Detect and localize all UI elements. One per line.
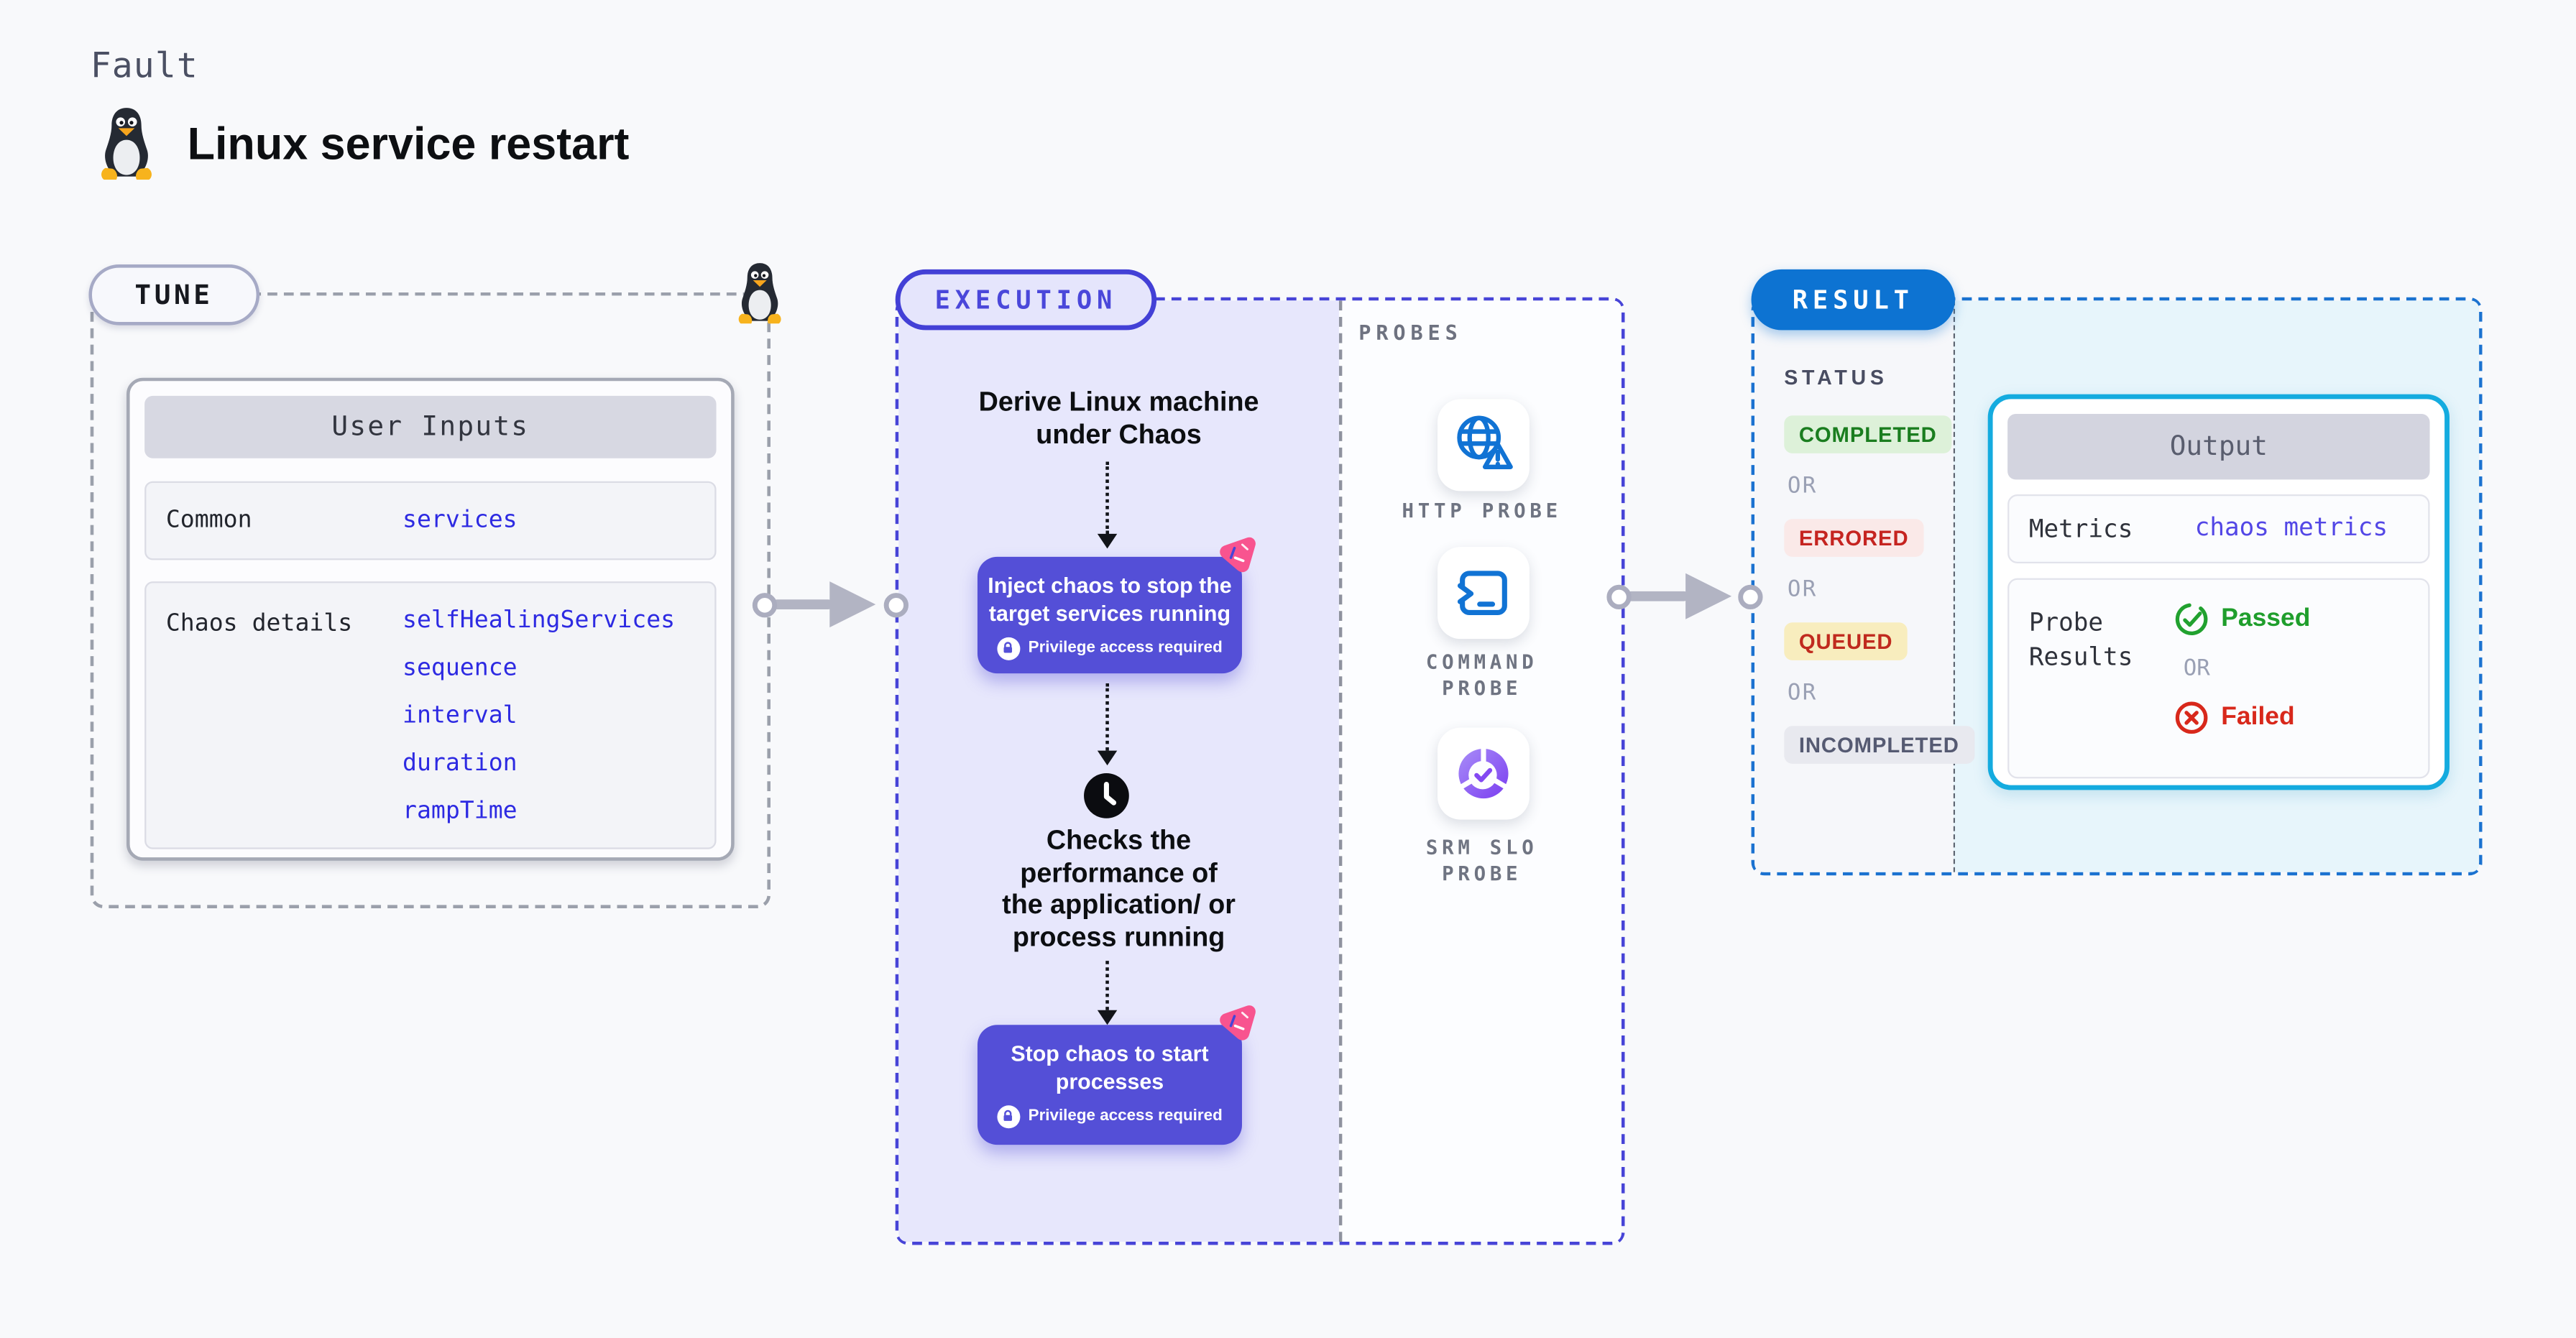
metrics-label: Metrics [2028,514,2133,544]
probe-name: SRM SLO PROBE [1425,836,1538,885]
chaos-icon [1220,537,1256,573]
probe-results-row: Probe Results Passed OR [2007,578,2430,779]
probe-results-values: Passed OR Failed [2174,601,2310,736]
arrow-down-icon [1097,1010,1118,1025]
or-label: OR [2183,655,2210,682]
lock-icon [997,1104,1021,1128]
arrow-right-icon [772,599,833,609]
arrow-head-icon [1685,573,1732,619]
chaos-icon [1220,1005,1256,1041]
stop-chaos-node: Stop chaos to start processes Privilege … [977,1005,1256,1145]
row-label: Chaos details [165,611,353,637]
page-kicker: Fault [90,45,198,86]
row-values: selfHealingServices sequence interval du… [402,598,675,836]
page-title: Linux service restart [187,118,630,170]
probes-label: PROBES [1358,320,1463,345]
flow-step-check: Checks the performance of the applicatio… [1002,826,1236,952]
execution-badge: EXECUTION [895,269,1157,331]
user-inputs-header: User Inputs [144,395,717,458]
metrics-row: Metrics chaos metrics [2007,494,2430,563]
lock-icon [997,636,1021,660]
passed-label: Passed [2221,604,2311,632]
table-row: Common services [144,481,717,560]
srm-slo-probe-icon [1458,746,1509,799]
tune-section: TUNE User Inputs Common services Chaos d… [88,263,781,908]
or-label: OR [1787,680,1818,706]
row-value: sequence [402,655,518,682]
or-label: OR [1787,576,1818,603]
tune-badge: TUNE [88,264,259,326]
privilege-note: Privilege access required [978,636,1242,660]
command-probe-icon [1457,571,1507,615]
arrow-right-icon [1626,590,1689,601]
linux-penguin-icon [738,263,781,324]
passed-result: Passed [2174,601,2310,637]
http-probe-icon [1457,415,1513,469]
probe-card [1437,399,1530,492]
status-badge-completed: COMPLETED [1784,415,1952,453]
flow-connector [1105,961,1109,1010]
status-badge-queued: QUEUED [1784,622,1908,660]
execution-section: PROBES HTTP PROBE [895,269,1625,1245]
status-label: STATUS [1784,366,1888,389]
failed-result: Failed [2174,700,2310,736]
arrow-down-icon [1097,533,1118,549]
row-value: interval [402,703,518,729]
probe-card [1437,547,1530,640]
result-badge: RESULT [1751,269,1955,331]
row-value: rampTime [402,798,518,825]
inject-chaos-node: Inject chaos to stop the target services… [977,537,1256,674]
output-header: Output [2007,413,2430,480]
or-label: OR [1787,473,1818,499]
row-value: services [402,507,518,534]
table-row: Chaos details selfHealingServices sequen… [144,581,717,849]
probe-name: HTTP PROBE [1402,499,1562,522]
output-card: Output Metrics chaos metrics Probe Resul… [1987,394,2450,790]
clock-icon [1084,773,1129,818]
metrics-value: chaos metrics [2194,512,2388,543]
x-circle-icon [2175,701,2208,734]
connector-dot [1606,583,1632,609]
arrow-head-icon [829,581,876,628]
connector-dot [883,591,908,617]
result-section: RESULT STATUS COMPLETED OR ERRORED OR QU… [1751,269,2483,876]
row-label: Common [165,507,252,534]
connector-dot [1738,583,1763,609]
flow-connector [1105,461,1109,534]
user-inputs-card: User Inputs Common services Chaos detail… [126,377,735,861]
privilege-note: Privilege access required [978,1104,1242,1128]
flow-step-derive: Derive Linux machine under Chaos [978,387,1259,450]
probe-name: COMMAND PROBE [1425,650,1538,699]
row-value: selfHealingServices [402,607,676,635]
check-circle-icon [2175,603,2208,636]
status-panel [1754,300,1954,872]
failed-label: Failed [2221,703,2295,732]
arrow-down-icon [1097,750,1118,766]
probe-card [1437,727,1530,820]
flow-connector [1105,683,1109,751]
connector-dot [752,591,778,617]
probes-panel: PROBES HTTP PROBE [1338,300,1622,1242]
linux-penguin-icon [101,108,152,180]
probe-results-label: Probe Results [2028,607,2133,672]
status-badge-errored: ERRORED [1784,519,1924,557]
status-badge-incompleted: INCOMPLETED [1784,726,1974,764]
row-value: duration [402,750,518,778]
